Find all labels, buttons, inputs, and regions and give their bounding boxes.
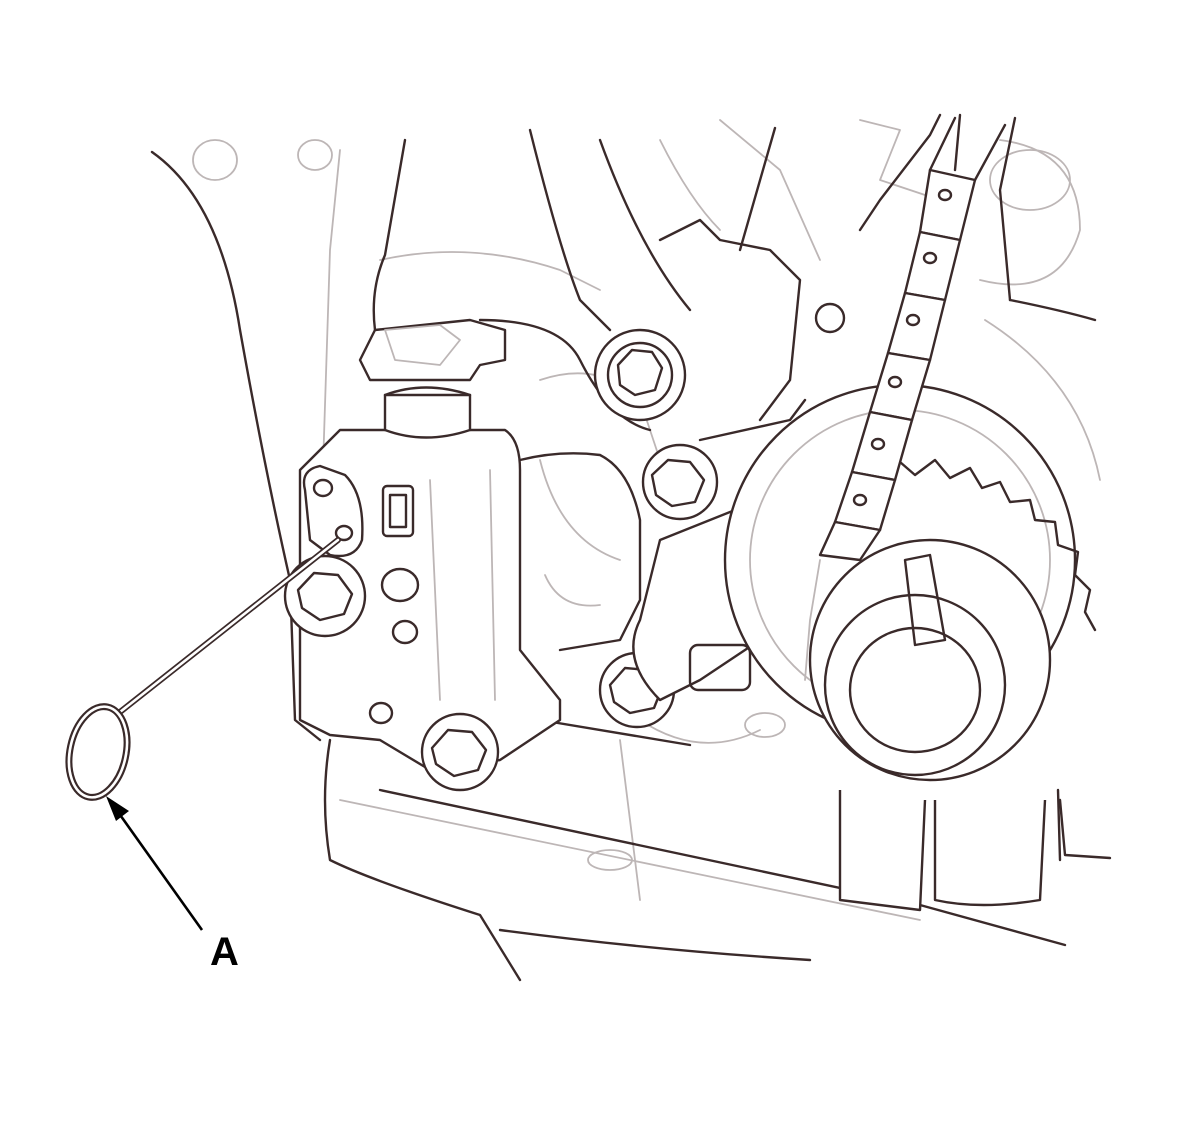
- upper-bracket: [358, 318, 652, 432]
- callout-label-a: A: [210, 930, 239, 974]
- bolt-mid: [641, 443, 719, 521]
- timing-chain: [804, 116, 1007, 681]
- callout-arrow: [106, 796, 204, 931]
- bolt-tensioner-left: [283, 554, 367, 638]
- bolt-upper: [593, 328, 687, 422]
- tensioner-stopper-pin: [65, 537, 341, 801]
- bolts: [283, 302, 846, 792]
- chain-tensioner: [298, 386, 562, 772]
- tensioner-mount-flange: [518, 452, 642, 652]
- bolt-small-top: [814, 302, 846, 334]
- bolt-tensioner-bottom: [420, 712, 500, 792]
- engine-block-background-lines: [192, 119, 1101, 921]
- crankshaft-sprocket: [723, 383, 1097, 912]
- engine-block-outline: [150, 113, 1112, 982]
